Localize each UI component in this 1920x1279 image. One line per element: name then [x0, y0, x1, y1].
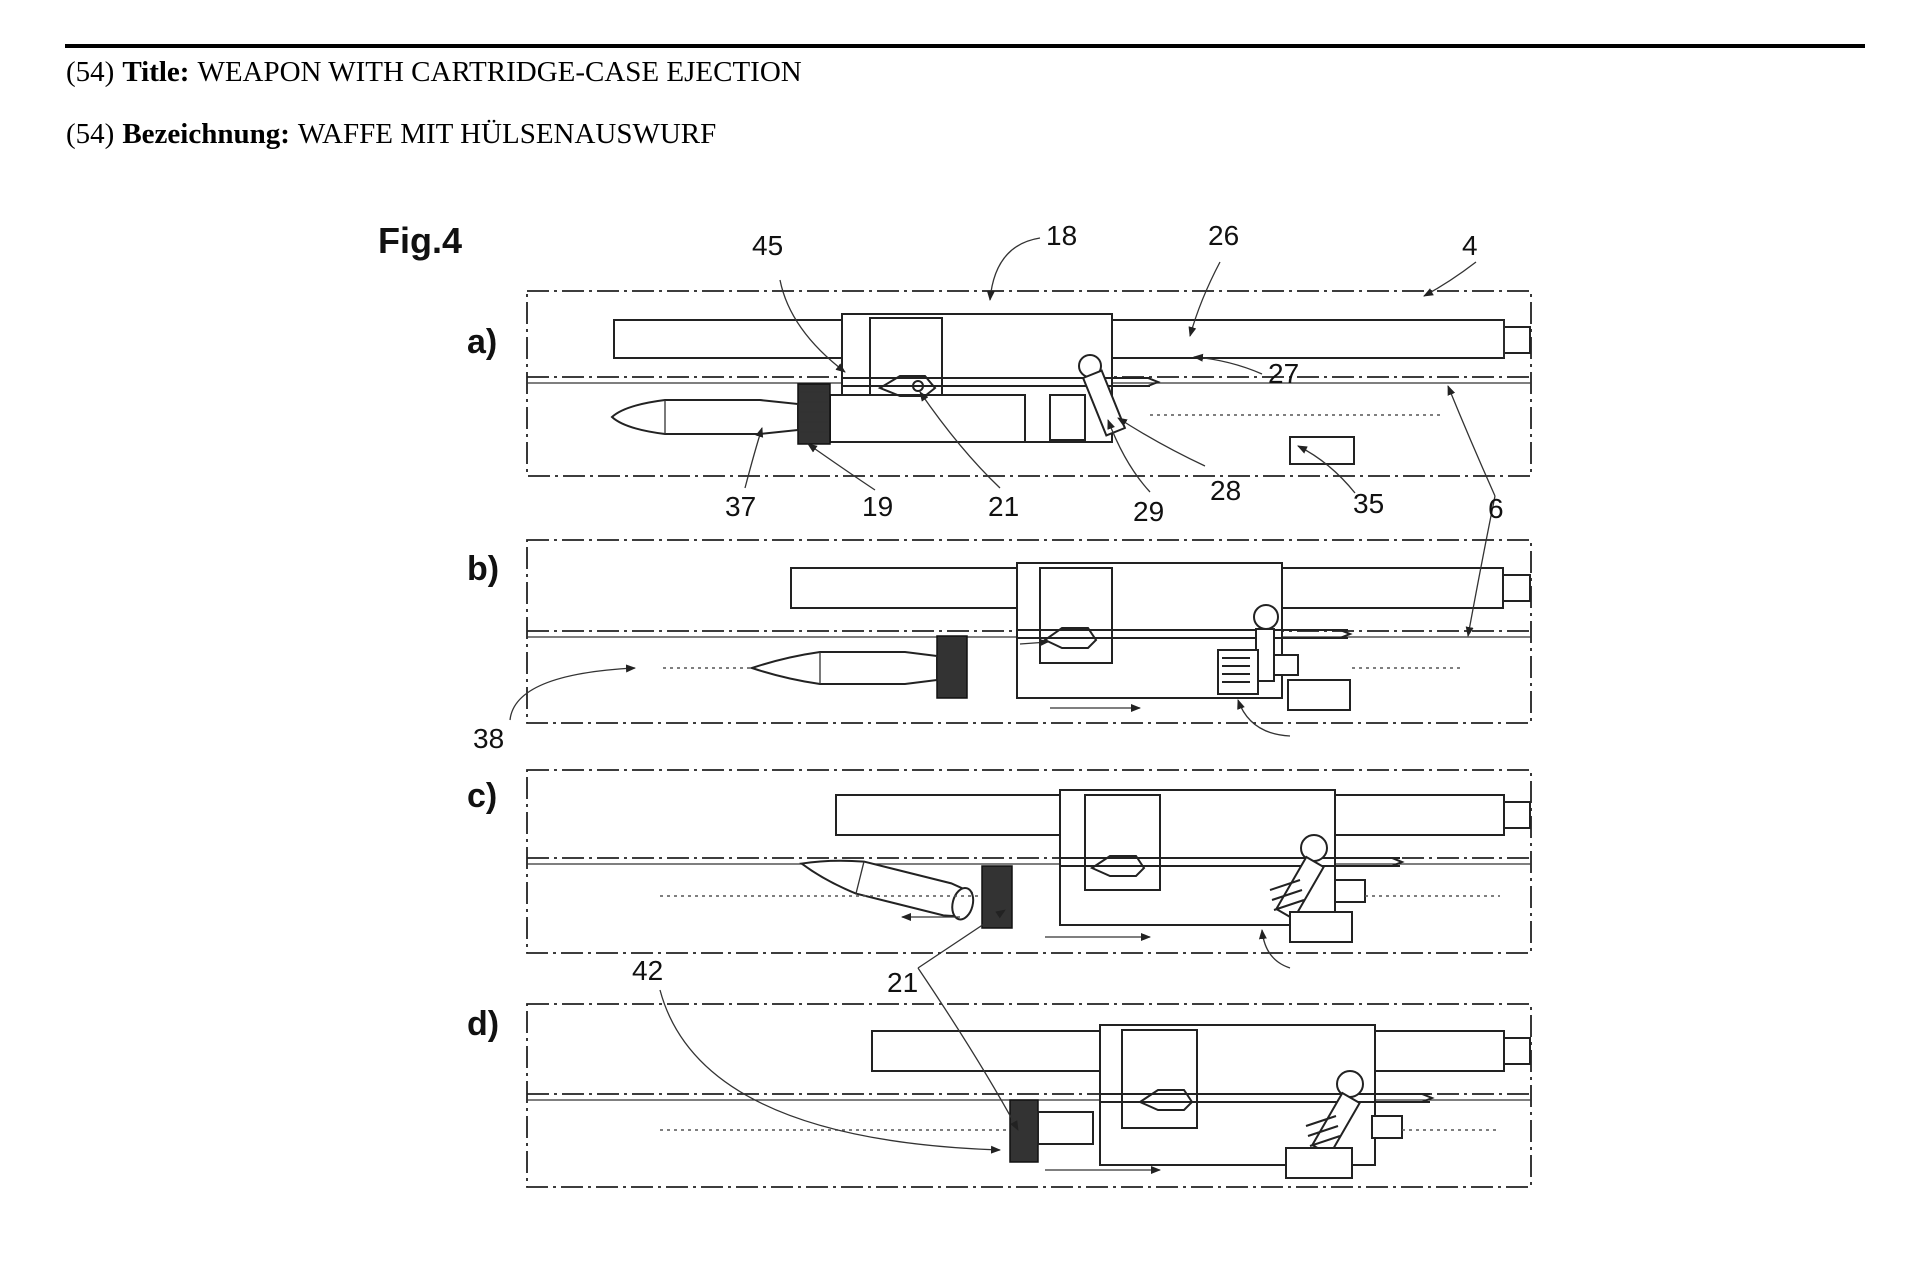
- title-label: Title:: [122, 56, 190, 88]
- title-line: (54)Title:WEAPON WITH CARTRIDGE-CASE EJE…: [66, 56, 802, 89]
- ref-19: 19: [862, 491, 893, 522]
- ref-28: 28: [1210, 475, 1241, 506]
- header-rule: [65, 44, 1865, 48]
- bezeichnung-number: (54): [66, 118, 115, 150]
- ref-42: 42: [632, 955, 663, 986]
- panel-label-b: b): [467, 550, 499, 588]
- title-value: WEAPON WITH CARTRIDGE-CASE EJECTION: [197, 56, 802, 88]
- ref-29: 29: [1133, 496, 1164, 527]
- ref-45: 45: [752, 230, 783, 261]
- ref-38: 38: [473, 723, 504, 754]
- ref-21-bottom: 21: [887, 967, 918, 998]
- panel-d-drawing: [526, 1003, 1532, 1188]
- ref-21-top: 21: [988, 491, 1019, 522]
- bezeichnung-value: WAFFE MIT HÜLSENAUSWURF: [297, 118, 717, 150]
- panel-label-c: c): [467, 777, 497, 815]
- panel-b-drawing: [526, 539, 1532, 737]
- ref-35: 35: [1353, 488, 1384, 519]
- ref-18: 18: [1046, 220, 1077, 251]
- figure-title: Fig.4: [378, 220, 462, 261]
- panel-a-drawing: [526, 290, 1532, 477]
- ref-6: 6: [1488, 493, 1504, 524]
- reference-leaders: [509, 237, 1496, 1154]
- bezeichnung-label: Bezeichnung:: [122, 118, 290, 150]
- panel-c-drawing: [526, 769, 1532, 969]
- panel-label-a: a): [467, 323, 497, 361]
- title-number: (54): [66, 56, 115, 88]
- ref-4: 4: [1462, 230, 1478, 261]
- ref-27: 27: [1268, 358, 1299, 389]
- ref-37: 37: [725, 491, 756, 522]
- ref-26: 26: [1208, 220, 1239, 251]
- bezeichnung-line: (54)Bezeichnung:WAFFE MIT HÜLSENAUSWURF: [66, 118, 716, 151]
- panel-label-d: d): [467, 1005, 499, 1043]
